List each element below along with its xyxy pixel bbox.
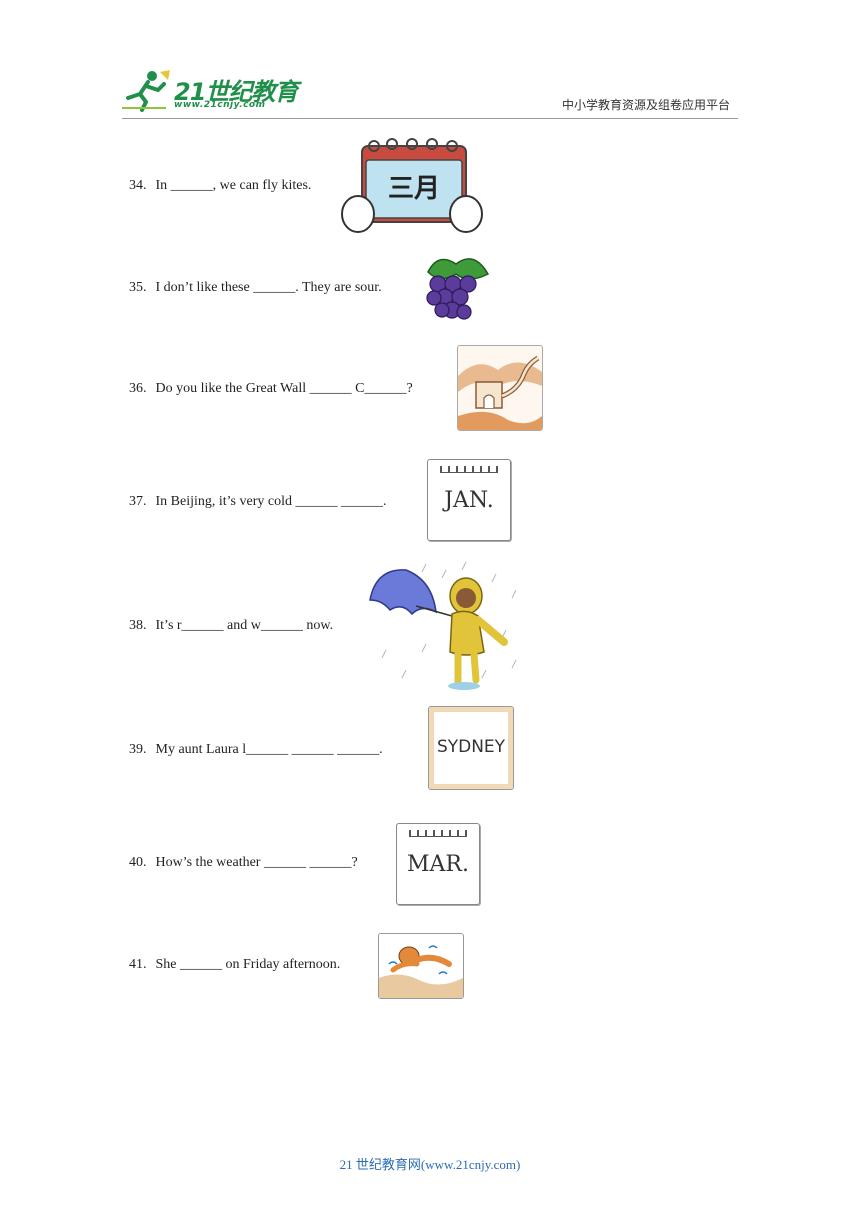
question-text: Do you like the Great Wall ______ C_____… [155,381,413,396]
calendar-march-image: MAR. [396,823,480,905]
question-37: 37. In Beijing, it’s very cold ______ ___… [129,494,386,510]
question-number: 35. [129,280,147,295]
swimming-boy-image [378,933,464,999]
question-number: 37. [129,494,147,509]
great-wall-image [457,345,543,431]
brand-logo: 21世纪教育 www.21cnjy.com [122,68,298,118]
calendar-rings [440,466,498,473]
question-number: 34. [129,178,147,193]
question-text: She ______ on Friday afternoon. [155,957,341,972]
question-35: 35. I don’t like these ______. They are s… [129,280,382,296]
swimmer-icon [379,934,463,998]
logo-url: www.21cnjy.com [174,100,266,110]
runner-logo-icon [122,70,170,112]
question-text: My aunt Laura l______ ______ ______. [155,742,383,757]
question-text: I don’t like these ______. They are sour… [155,280,382,295]
question-text: It’s r______ and w______ now. [155,618,334,633]
calendar-rings [409,830,467,837]
great-wall-icon [458,346,542,430]
girl-rain-umbrella-image [366,560,526,692]
question-number: 41. [129,957,147,972]
question-41: 41. She ______ on Friday afternoon. [129,957,340,973]
grapes-image [418,250,494,326]
question-text: In Beijing, it’s very cold ______ ______… [155,494,387,509]
grapes-icon [426,258,490,320]
calendar-label: 三月 [387,174,440,204]
header-divider [122,118,738,119]
logo-text: 21世纪教育 [174,78,298,106]
question-39: 39. My aunt Laura l______ ______ ______. [129,742,383,758]
question-number: 39. [129,742,147,757]
question-34: 34. In ______, we can fly kites. [129,178,311,194]
question-38: 38. It’s r______ and w______ now. [129,618,333,634]
question-36: 36. Do you like the Great Wall ______ C__… [129,381,413,397]
calendar-label: JAN. [444,488,494,513]
question-number: 40. [129,855,147,870]
rain-umbrella-icon [369,561,517,690]
question-text: In ______, we can fly kites. [155,178,312,193]
question-number: 36. [129,381,147,396]
header-platform-text: 中小学教育资源及组卷应用平台 [561,98,730,112]
calendar-march-chinese-image: 三月 [340,136,486,236]
calendar-icon [341,138,483,233]
question-40: 40. How’s the weather ______ ______? [129,855,358,871]
calendar-january-image: JAN. [427,459,511,541]
sydney-sign-image: SYDNEY [428,706,514,790]
sign-label: SYDNEY [436,737,506,757]
question-text: How’s the weather ______ ______? [155,855,358,870]
question-number: 38. [129,618,147,633]
footer-text: 21 世纪教育网(www.21cnjy.com) [339,1157,521,1172]
calendar-label: MAR. [407,852,469,877]
